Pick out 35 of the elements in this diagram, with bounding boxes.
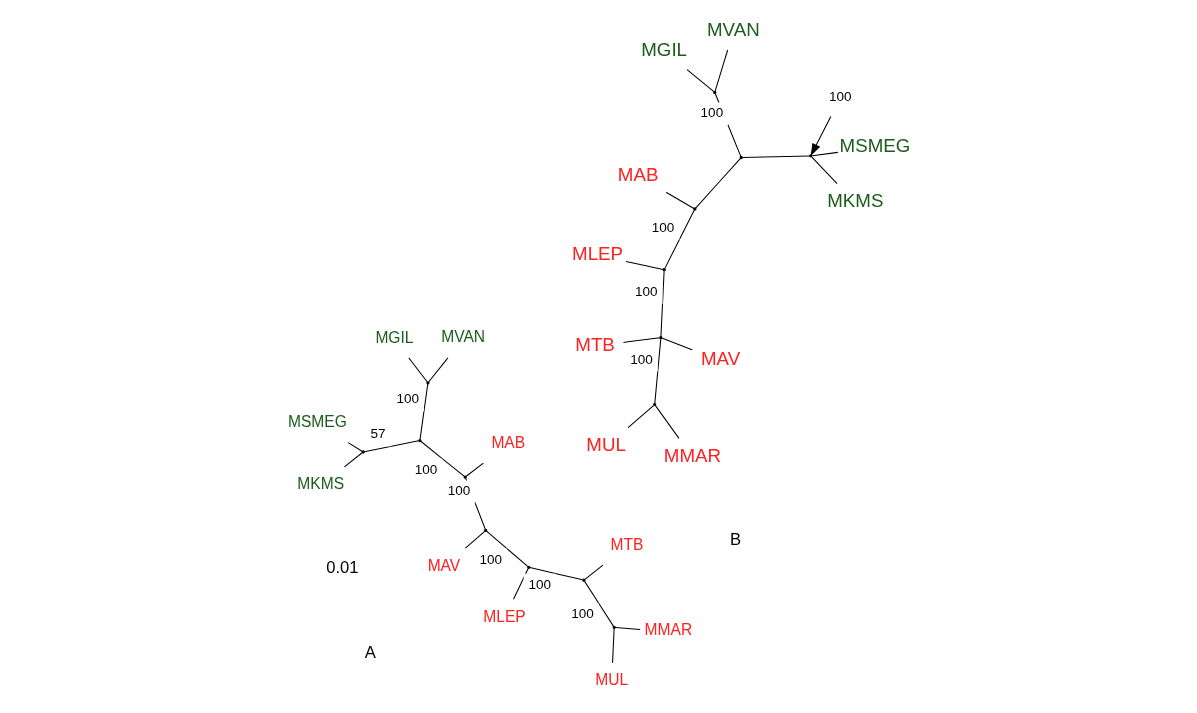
node-text: MTB (610, 535, 643, 553)
edge-label: 100 (651, 219, 674, 235)
edge-label: 100 (570, 606, 594, 622)
edge-label: 100 (414, 461, 437, 477)
label: 0.01 (325, 558, 358, 578)
node-text: 100 (828, 89, 852, 105)
node-text: MUL (594, 671, 628, 689)
node-text: MKMS (826, 190, 883, 212)
edge-label: 57 (369, 426, 385, 442)
node-text: MVAN (706, 18, 760, 40)
node-text: MAB (490, 433, 525, 451)
node-text: MAV (427, 556, 460, 574)
node-text: MVAN (440, 328, 485, 346)
edge-label: 100 (700, 105, 723, 121)
node-text: MGIL (640, 38, 687, 60)
edge-label: 100 (629, 351, 653, 367)
edge-label: 100 (447, 483, 470, 499)
node-text: MAV (700, 348, 740, 370)
label: B (729, 530, 741, 550)
node-text: MSMEG (839, 135, 910, 157)
node-text: MMAR (663, 444, 721, 466)
node-text: MSMEG (287, 413, 347, 431)
node-text: MMAR (644, 621, 692, 639)
node-text: MTB (574, 333, 615, 355)
edge-label: 100 (527, 576, 551, 592)
node-text: MLEP (571, 243, 623, 265)
node-text: MKMS (296, 475, 344, 493)
node-text: MLEP (482, 607, 526, 625)
edge-label: 100 (634, 284, 658, 300)
node-text: MGIL (374, 328, 414, 346)
label: A (364, 642, 376, 662)
edge-label: 100 (478, 551, 502, 567)
node-text: MAB (617, 163, 658, 185)
edge-label: 100 (395, 391, 419, 407)
node-text: MUL (585, 434, 626, 456)
